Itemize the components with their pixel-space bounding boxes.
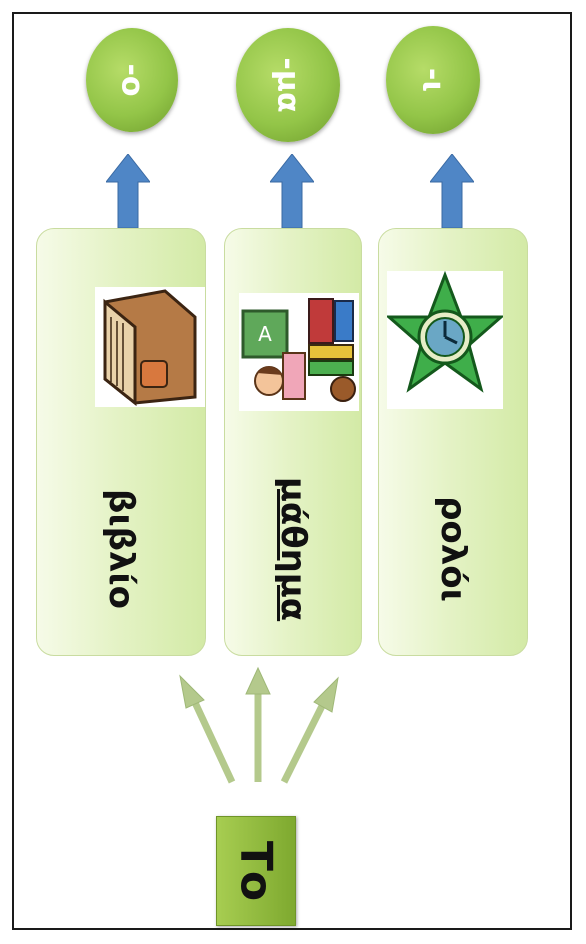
word-card-mathima: A μάθημα (224, 228, 362, 656)
up-arrow-icon (430, 154, 474, 228)
teacher-icon: A (239, 293, 359, 411)
word-label-vivlio: βιβλίο (101, 488, 141, 610)
word-card-vivlio: βιβλίο (36, 228, 206, 656)
article-label: Το (230, 840, 282, 902)
ending-bubble-i: -ι (386, 26, 480, 134)
ending-bubble-o: -ο (86, 28, 178, 132)
clock-icon (387, 271, 503, 409)
ending-bubble-ma: -μα (236, 28, 340, 142)
word-card-roloi: ρολόι (378, 228, 528, 656)
up-arrow-icon (106, 154, 150, 228)
svg-text:A: A (258, 322, 272, 346)
book-icon (95, 287, 205, 407)
ending-label-ma: -μα (270, 57, 306, 113)
ending-label-i: -ι (415, 67, 451, 93)
article-box: Το (216, 816, 296, 926)
up-arrow-icon (270, 154, 314, 228)
word-label-mathima: μάθημα (273, 476, 313, 622)
word-label-roloi: ρολόι (433, 496, 473, 602)
ending-label-o: -ο (114, 63, 150, 97)
